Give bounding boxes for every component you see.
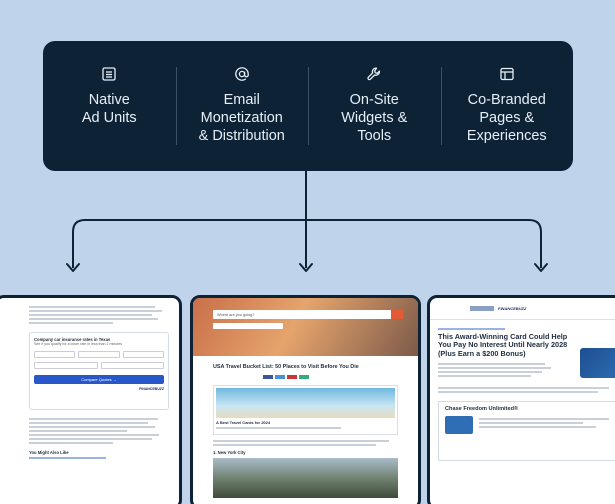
product-offer[interactable]: Chase Freedom Unlimited® <box>438 401 615 462</box>
widget-title: Company car insurance rates in Texas <box>34 337 111 342</box>
article-title: USA Travel Bucket List: 50 Places to Vis… <box>213 364 359 370</box>
native-ad-preview: Company car insurance rates in Texas See… <box>0 295 182 504</box>
credit-card-image <box>579 348 615 378</box>
features-panel: Native Ad Units Email Monetization & Dis… <box>43 41 573 171</box>
search-button[interactable] <box>391 310 403 319</box>
feature-co-branded-pages: Co-Branded Pages & Experiences <box>440 41 574 171</box>
feature-email-monetization: Email Monetization & Distribution <box>175 41 309 171</box>
document-icon <box>100 65 118 83</box>
city-photo <box>213 458 398 498</box>
related-heading: You Might Also Like <box>29 450 69 455</box>
search-placeholder: Where are you going? <box>217 312 255 317</box>
widget-subtitle: See if you qualify for a lower rate in l… <box>34 342 123 346</box>
feature-label: On-Site Widgets & Tools <box>341 92 408 144</box>
feature-label: Native Ad Units <box>81 92 137 126</box>
compare-quotes-button[interactable]: Compare Quotes → <box>34 375 164 384</box>
co-branded-page-preview: FINANCEBUZZ This Award-Winning Card Coul… <box>427 295 615 504</box>
search-bar[interactable]: Where are you going? <box>213 310 403 319</box>
layout-icon <box>498 65 516 83</box>
at-sign-icon <box>233 65 251 83</box>
arrow-left <box>66 263 80 272</box>
feature-label: Email Monetization & Distribution <box>198 92 285 144</box>
hero-banner: Where are you going? <box>193 298 418 356</box>
headline: This Award-Winning Card Could Help You P… <box>438 332 568 358</box>
brand-logo: FINANCEBUZZ <box>498 306 527 311</box>
arrow-center <box>299 263 313 272</box>
product-name: Chase Freedom Unlimited® <box>445 406 519 413</box>
arrow-right <box>534 263 548 272</box>
feature-onsite-widgets: On-Site Widgets & Tools <box>308 41 441 171</box>
wrench-icon <box>365 65 383 83</box>
section-heading: 1. New York City <box>213 450 246 455</box>
insurance-widget: Company car insurance rates in Texas See… <box>29 332 169 410</box>
powered-by-logo: FINANCEBUZZ <box>139 387 164 391</box>
ad-title: A Best Travel Cards for 2024 <box>216 420 271 425</box>
feature-label: Co-Branded Pages & Experiences <box>466 92 547 144</box>
travel-article-preview: Where are you going? USA Travel Bucket L… <box>190 295 421 504</box>
feature-native-ad-units: Native Ad Units <box>43 41 176 171</box>
travel-card-ad[interactable]: A Best Travel Cards for 2024 <box>213 385 398 435</box>
